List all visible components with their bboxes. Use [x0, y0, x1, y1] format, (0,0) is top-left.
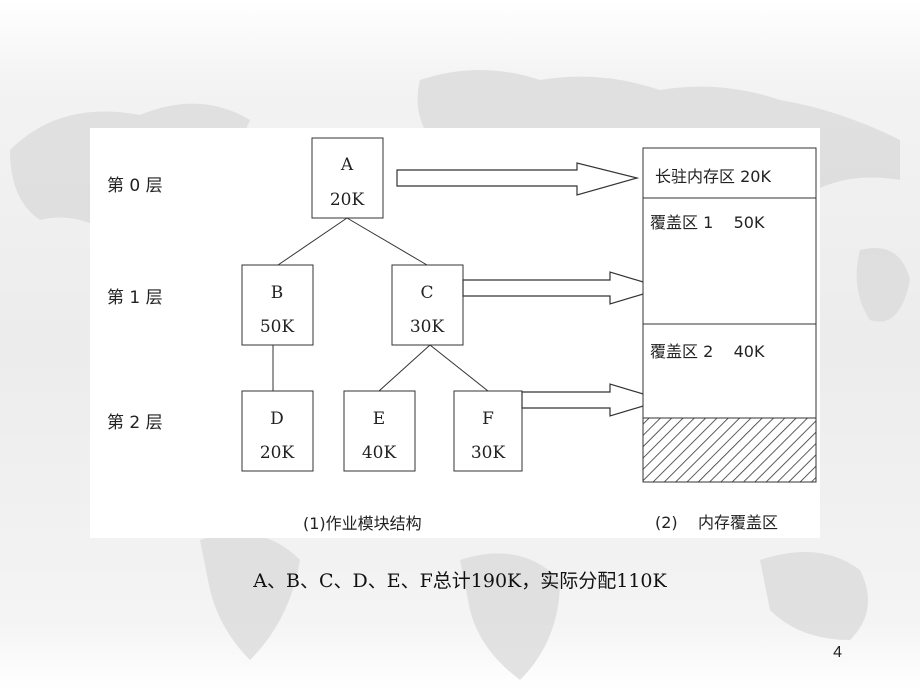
- slide-caption: A、B、C、D、E、F总计190K，实际分配110K: [253, 570, 667, 592]
- module-e-name: E: [373, 409, 385, 429]
- module-b-size: 50K: [260, 317, 295, 337]
- free-area-hatched: [642, 417, 817, 483]
- module-c-size: 30K: [410, 317, 445, 337]
- module-f-name: F: [482, 409, 494, 429]
- page-number: 4: [833, 644, 842, 661]
- module-box-d: [241, 390, 314, 472]
- layer-label-0: 第 0 层: [107, 176, 163, 196]
- module-box-f: [453, 390, 523, 472]
- module-a-size: 20K: [330, 190, 365, 210]
- module-e-size: 40K: [362, 443, 397, 463]
- layer-label-1: 第 1 层: [107, 288, 163, 308]
- module-a-name: A: [340, 155, 354, 175]
- subcaption-memory-overlay: (2) 内存覆盖区: [655, 513, 778, 532]
- module-f-size: 30K: [471, 443, 506, 463]
- tree-connectors: [272, 217, 489, 392]
- module-box-b: [241, 264, 314, 346]
- layer-label-2: 第 2 层: [107, 413, 163, 433]
- subcaption-module-structure: (1)作业模块结构: [303, 514, 422, 533]
- overlay-diagram: 第 0 层 第 1 层 第 2 层 A: [107, 137, 817, 533]
- module-b-name: B: [271, 283, 284, 303]
- module-box-e: [343, 390, 416, 472]
- module-box-a: [311, 137, 384, 219]
- module-d-size: 20K: [260, 443, 295, 463]
- overlay-figure: 第 0 层 第 1 层 第 2 层 A: [90, 128, 820, 538]
- memory-overlay1-label: 覆盖区 1 50K: [650, 213, 765, 232]
- arrow-resident: [396, 162, 640, 196]
- module-box-c: [391, 264, 464, 346]
- memory-resident-label: 长驻内存区 20K: [655, 167, 771, 186]
- arrow-overlay-1: [462, 271, 666, 305]
- memory-overlay2-label: 覆盖区 2 40K: [650, 342, 765, 361]
- module-c-name: C: [420, 283, 433, 303]
- arrow-overlay-2: [521, 383, 666, 417]
- module-d-name: D: [270, 409, 284, 429]
